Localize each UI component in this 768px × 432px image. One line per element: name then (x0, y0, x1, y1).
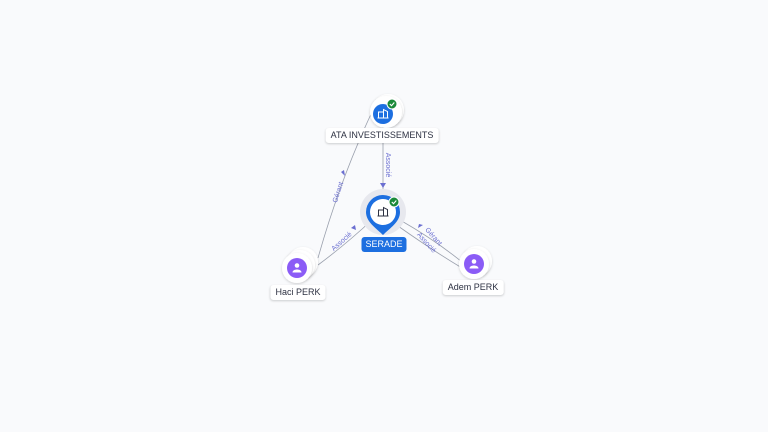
node-serade[interactable] (360, 189, 406, 235)
company-icon (377, 206, 389, 217)
node-label-serade[interactable]: SERADE (361, 237, 407, 252)
arrow-haci-serade (351, 225, 356, 230)
arrow-ata-serade (380, 183, 386, 188)
verified-badge-icon (388, 196, 400, 208)
company-icon (377, 108, 389, 119)
node-haci-perk[interactable] (282, 247, 318, 283)
node-adem-perk[interactable] (459, 246, 492, 279)
arrowheads (341, 170, 423, 230)
edge-haci-ata (317, 111, 373, 259)
node-ata-investissements[interactable] (370, 94, 404, 128)
arrow-adem-serade (418, 224, 423, 228)
person-icon (292, 263, 302, 273)
node-label-ata-investissements[interactable]: ATA INVESTISSEMENTS (325, 128, 439, 143)
edge-label-haci-serade: Associé (331, 231, 354, 253)
arrow-haci-ata (341, 170, 345, 176)
node-label-haci-perk[interactable]: Haci PERK (270, 285, 326, 300)
edge-label-haci-ata: Gérant (332, 181, 345, 204)
node-label-adem-perk[interactable]: Adem PERK (442, 280, 504, 295)
edge-label-ata-serade: Associé (384, 153, 391, 178)
edge-adem-serade-2 (397, 225, 463, 269)
edges (317, 111, 463, 269)
edge-adem-serade-1 (399, 219, 463, 263)
person-icon (469, 259, 479, 269)
verified-badge-icon (386, 98, 398, 110)
